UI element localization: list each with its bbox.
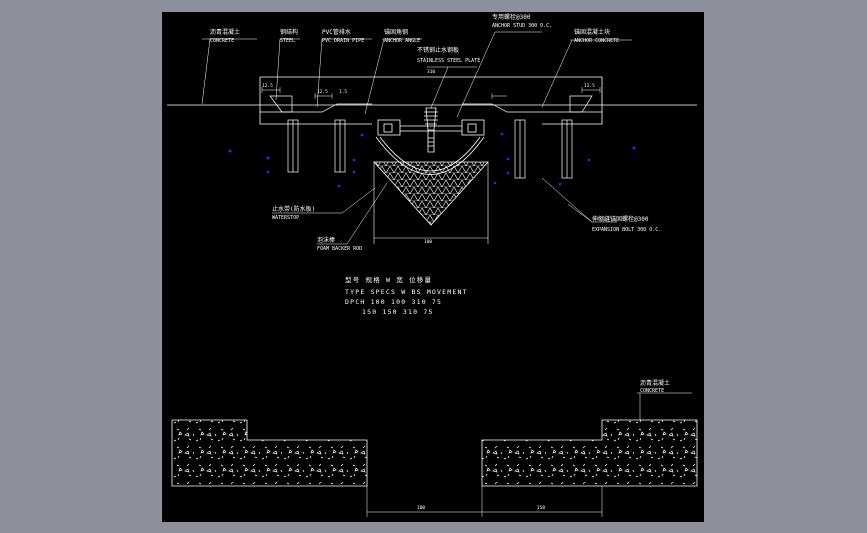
joint-section-view: 100 — [167, 13, 697, 252]
dim-left-b: 12.5 — [317, 89, 328, 95]
left-foundation-block — [171, 419, 368, 487]
label-asphalt-cn: 沥青混凝土 — [210, 28, 240, 36]
dim-left-c: 1.5 — [339, 89, 347, 95]
foundation-plan-view: 100 150 沥青混凝土 CONCRETE — [171, 379, 698, 517]
label-expansion-cn: 伸缩缝锚固螺栓@300 — [592, 215, 649, 223]
label-stud-en: ANCHOR STUD 300 O.C. — [492, 23, 552, 29]
bottom-label-en: CONCRETE — [640, 388, 664, 394]
spec-header-cn: 型号 规格 W 宽 位移量 — [345, 275, 432, 284]
label-angle-cn: 锚固角钢 — [384, 28, 408, 36]
dim-right-a: 12.5 — [584, 83, 595, 89]
seal-dim: 310 — [427, 69, 435, 75]
cad-drawing-canvas[interactable]: 100 — [162, 12, 704, 522]
right-foundation-block — [481, 419, 698, 487]
gap-width-dim: 100 — [424, 239, 432, 245]
bottom-label-cn: 沥青混凝土 — [640, 379, 670, 387]
label-pvc-en: PVC DRAIN PIPE — [322, 38, 364, 44]
spec-row-2: 150 150 310 75 — [362, 308, 434, 316]
label-asphalt-en: CONCRETE — [210, 38, 234, 44]
label-block-cn: 锚固混凝土块 — [574, 28, 610, 36]
spec-table: 型号 规格 W 宽 位移量 TYPE SPECS W BS MOVEMENT D… — [345, 275, 468, 316]
label-expansion-en: EXPANSION BOLT 300 O.C. — [592, 227, 661, 233]
bottom-dim-right: 150 — [537, 505, 545, 511]
bottom-dim-left: 100 — [417, 505, 425, 511]
label-angle-en: ANCHOR ANGLE — [384, 38, 420, 44]
label-steel-cn: 钢结构 — [280, 28, 298, 36]
backer-fill-wedge — [373, 161, 489, 226]
cad-drawing: 100 — [167, 13, 698, 517]
label-stud-cn: 专用螺栓@300 — [492, 13, 531, 21]
dim-left-a: 12.5 — [262, 83, 273, 89]
label-waterstop-en: WATERSTOP — [272, 215, 299, 221]
left-anchor-block — [269, 95, 293, 113]
spec-header-en: TYPE SPECS W BS MOVEMENT — [345, 288, 468, 296]
label-steel-en: STEEL — [280, 38, 295, 44]
label-block-en: ANCHOR CONCRETE — [574, 38, 619, 44]
label-seal-cn: 不锈钢止水钢板 — [417, 46, 459, 54]
label-seal-en: STAINLESS STEEL PLATE — [417, 58, 480, 64]
label-backer-cn: 泡沫棒 — [317, 236, 335, 244]
right-anchor-block — [569, 95, 593, 113]
anchor-bolts — [287, 119, 573, 179]
label-pvc-cn: PVC管排水 — [322, 28, 351, 36]
spec-row-1: DPCH 100 100 310 75 — [345, 298, 442, 306]
label-waterstop-cn: 止水带(防水板) — [272, 205, 315, 213]
label-backer-en: FOAM BACKER ROD — [317, 246, 362, 252]
leader-lines — [201, 31, 632, 245]
anchor-marks — [228, 132, 636, 188]
right-slab-outline — [260, 76, 603, 125]
